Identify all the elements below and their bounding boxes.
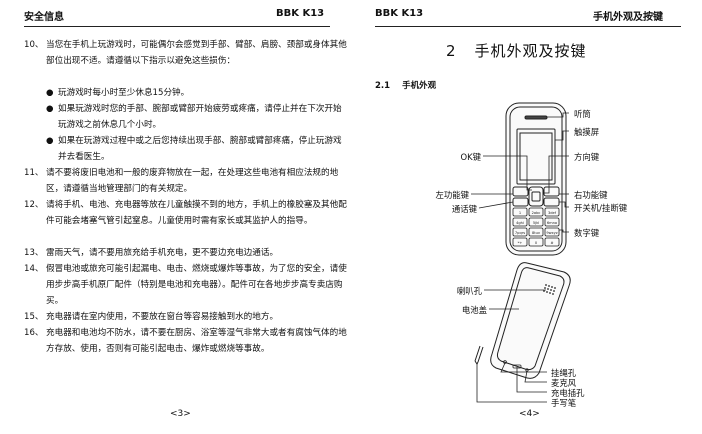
section-number: 2.1 [375, 81, 391, 91]
right-page: BBK K13 手机外观及按键 2 手机外观及按键 2.1 手机外观 [351, 0, 702, 434]
left-page-number: <3> [170, 409, 191, 419]
key-legend: 8tuv [532, 231, 541, 235]
label-right-soft-key: 右功能键 [574, 190, 608, 200]
safety-item-16: 16、充电器和电池均不防水，请不要在厨房、浴室等湿气非常大或者有腐蚀气体的地方存… [24, 328, 347, 354]
label-battery-cover: 电池盖 [461, 305, 487, 315]
left-header-rule [24, 26, 330, 27]
label-charging-port: 充电插孔 [551, 388, 585, 398]
label-microphone: 麦克风 [551, 378, 577, 388]
safety-item-14: 14、假冒电池或旅充可能引起漏电、电击、燃烧或爆炸等事故，为了您的安全，请使用步… [24, 264, 347, 306]
safety-item-10: 10、当您在手机上玩游戏时，可能偶尔会感觉到手部、臂部、肩膀、颈部或身体其他部位… [24, 40, 347, 66]
key-legend: 4ghi [516, 221, 524, 225]
key-legend: 2abc [532, 211, 541, 215]
right-header-model: BBK K13 [375, 8, 424, 19]
earpiece-slot [524, 115, 548, 120]
right-header-section: 手机外观及按键 [593, 12, 663, 23]
keypad-grid [512, 207, 560, 247]
chapter-number: 2 [446, 42, 457, 60]
label-ok-key: OK键 [460, 152, 481, 162]
ok-key-shape [531, 191, 541, 202]
left-soft-key-shape [512, 186, 529, 197]
left-header-section: 安全信息 [24, 12, 64, 23]
speaker-grille [543, 284, 556, 295]
safety-item-13: 13、雷雨天气，请不要用旅充给手机充电，更不要边充电边通话。 [24, 248, 279, 258]
label-power-end-key: 开关机/挂断键 [574, 203, 628, 213]
key-legend: 5jkl [533, 221, 539, 225]
key-legend: 6mno [547, 221, 557, 225]
chapter-heading: 2 手机外观及按键 [446, 40, 587, 61]
label-direction-key: 方向键 [574, 152, 600, 162]
label-earpiece: 听筒 [574, 109, 591, 119]
chapter-title: 手机外观及按键 [474, 42, 587, 60]
key-legend: 0 [535, 241, 538, 245]
label-call-key: 通话键 [451, 204, 477, 214]
key-legend: # [550, 241, 553, 245]
safety-item-12: 12、请将手机、电池、充电器等放在儿童触摸不到的地方，手机上的橡胶塞及其他配件可… [24, 200, 347, 226]
direction-key-shape [528, 186, 544, 207]
key-legend: 3def [548, 211, 557, 215]
left-header-model: BBK K13 [276, 8, 325, 19]
label-number-keys: 数字键 [574, 228, 600, 238]
phone-back-illustration [490, 262, 571, 379]
label-touchscreen: 触摸屏 [574, 127, 600, 137]
touchscreen-area [516, 128, 556, 185]
safety-item-11: 11、请不要将废旧电池和一般的废弃物放在一起，在处理这些电池有相应法规的地区，请… [24, 168, 339, 194]
phone-diagram: 1 2abc 3def 4ghi 5jkl 6mno 7pqrs 8tuv 9w… [471, 102, 571, 403]
stylus-shape [474, 345, 484, 365]
game-bullet-3: ●如果在玩游戏过程中或之后您持续出现手部、腕部或臂部疼痛，停止玩游戏并去看医生。 [46, 136, 342, 162]
front-callout-lines [471, 112, 569, 233]
safety-item-15: 15、充电器请在室内使用，不要放在窗台等容易接触到水的地方。 [24, 312, 279, 322]
key-legend: 7pqrs [515, 231, 525, 235]
game-bullet-2: ●如果玩游戏时您的手部、腕部或臂部开始疲劳或疼痛，请停止并在下次开始玩游戏之前休… [46, 104, 342, 130]
section-title: 手机外观 [402, 81, 437, 91]
section-heading: 2.1 手机外观 [375, 79, 436, 91]
label-lanyard-hole: 挂绳孔 [551, 368, 577, 378]
keypad-legend-text: 1 2abc 3def 4ghi 5jkl 6mno 7pqrs 8tuv 9w… [515, 211, 558, 245]
label-left-soft-key: 左功能键 [435, 190, 470, 200]
right-header-rule [375, 26, 681, 27]
label-speaker-hole: 喇叭孔 [456, 286, 482, 296]
left-page: 安全信息 BBK K13 10、当您在手机上玩游戏时，可能偶尔会感觉到手部、臂部… [24, 8, 347, 419]
label-stylus: 手写笔 [551, 398, 577, 408]
key-legend: *+ [518, 241, 523, 245]
right-page-number: <4> [519, 409, 540, 419]
game-bullet-1: ●玩游戏时每小时至少休息15分钟。 [46, 88, 190, 98]
phone-front-illustration [505, 102, 567, 256]
back-callout-lines [476, 289, 547, 403]
key-legend: 9wxyz [546, 231, 557, 235]
right-soft-key-shape [543, 186, 560, 197]
key-legend: 1 [519, 211, 521, 215]
